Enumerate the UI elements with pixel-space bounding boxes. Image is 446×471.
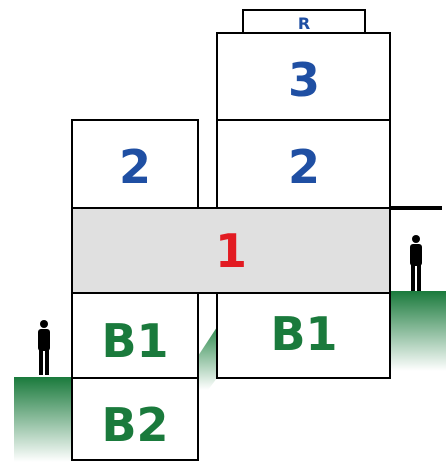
label-floor-b1-right: B1 [270, 307, 337, 361]
floor-2-left [71, 119, 199, 209]
label-floor-b1-left: B1 [101, 314, 168, 368]
terrain-left [14, 377, 74, 462]
label-floor-3: 3 [288, 53, 320, 107]
floor-b2 [71, 377, 199, 461]
terrain-slope [198, 327, 217, 390]
label-floor-2-left: 2 [119, 140, 151, 194]
label-floor-2-right: 2 [288, 140, 320, 194]
floor-2-right [216, 119, 391, 209]
label-floor-1: 1 [215, 224, 247, 278]
floor-b1-right [216, 292, 391, 379]
label-floor-b2: B2 [101, 398, 168, 452]
person-silhouette-icon [410, 235, 422, 291]
person-silhouette-icon [38, 320, 50, 375]
floor-3 [216, 32, 391, 121]
label-roof: R [298, 14, 310, 33]
terrain-right [390, 291, 446, 371]
